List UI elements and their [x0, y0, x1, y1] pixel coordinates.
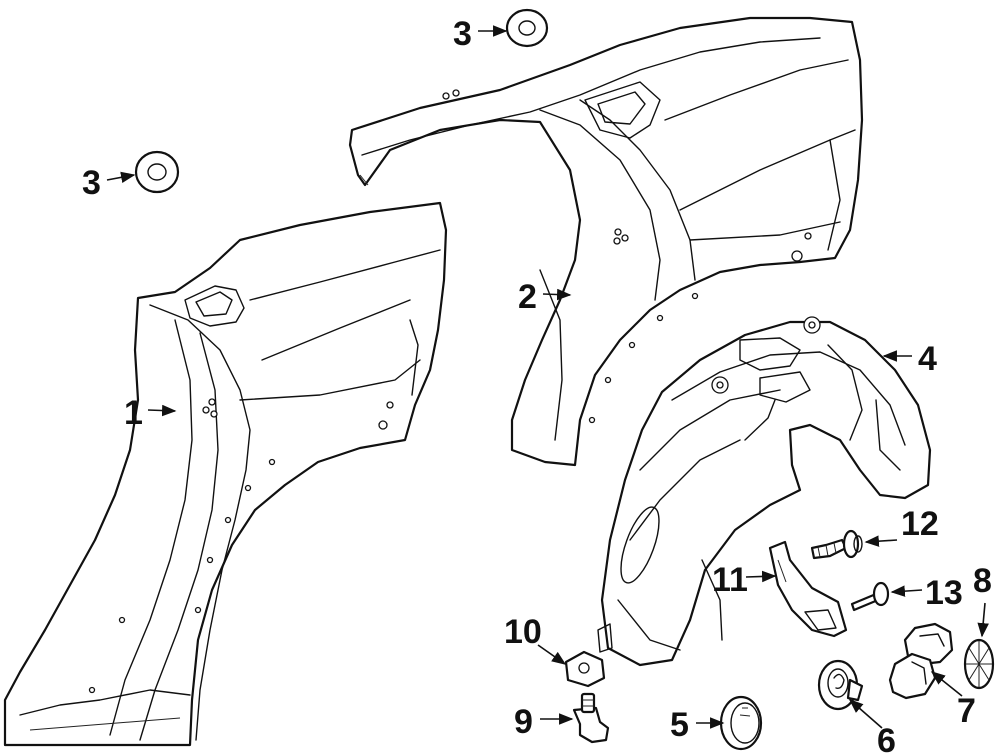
rivet-pin [850, 581, 890, 612]
plug-cap [719, 695, 763, 751]
leader-6 [848, 699, 883, 729]
leader-lines [106, 25, 989, 729]
callout-3-top: 3 [453, 15, 472, 53]
leader-3b [106, 171, 136, 184]
leader-12 [864, 535, 898, 547]
callout-12: 12 [901, 505, 939, 543]
callout-4: 4 [918, 340, 937, 378]
leader-1 [147, 404, 177, 417]
nut [564, 650, 606, 688]
grommet-left [134, 150, 180, 194]
callout-5: 5 [670, 706, 689, 744]
leader-10 [537, 644, 567, 665]
disc-clip [963, 638, 995, 690]
leader-13 [890, 585, 923, 597]
bolt [572, 692, 610, 744]
callout-13: 13 [925, 574, 963, 612]
push-nut [817, 659, 864, 711]
callout-1: 1 [124, 394, 143, 432]
leader-8 [977, 602, 989, 638]
callout-7: 7 [957, 692, 976, 730]
callout-11: 11 [712, 561, 748, 599]
leader-11 [745, 570, 777, 583]
callout-10: 10 [504, 613, 542, 651]
leader-2 [542, 288, 572, 301]
push-pin [810, 529, 863, 560]
bracket [768, 540, 848, 638]
callout-8: 8 [973, 562, 992, 600]
callout-9: 9 [514, 703, 533, 741]
callout-6: 6 [877, 722, 896, 754]
leader-7 [930, 671, 963, 697]
callout-labels: 1 2 3 3 4 5 6 7 8 9 10 11 12 13 [82, 15, 992, 754]
quarter-panel-right [348, 16, 864, 467]
retainer-clip [888, 622, 954, 700]
callout-3-left: 3 [82, 164, 101, 202]
quarter-panel-left [3, 201, 448, 747]
callout-2: 2 [518, 278, 537, 316]
grommet-top [505, 8, 549, 48]
wheel-well-liner [597, 316, 932, 667]
